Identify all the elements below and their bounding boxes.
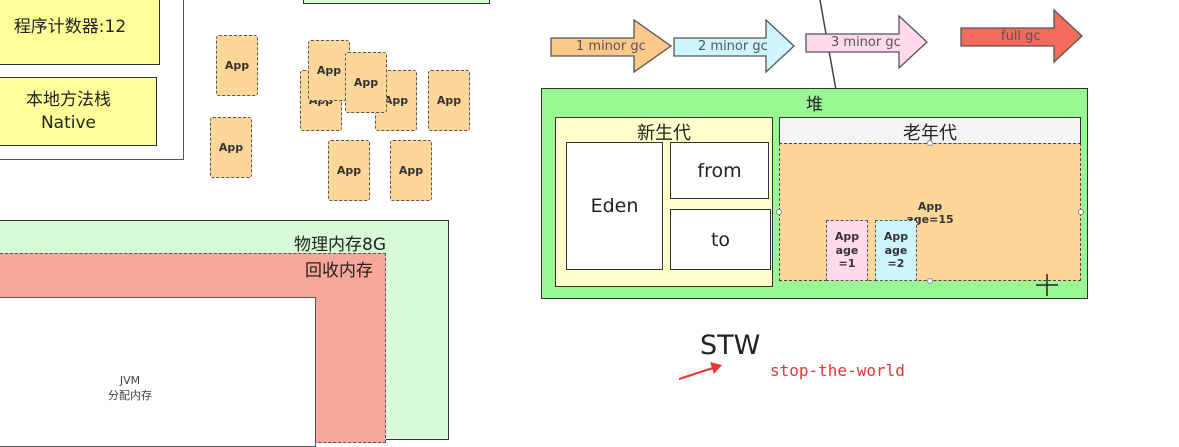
app-label: App: [224, 59, 250, 72]
gc-arrow-1: [550, 18, 673, 74]
to-label: to: [710, 228, 731, 251]
app-label: App: [218, 141, 244, 154]
old-gen-header: [779, 117, 1081, 144]
old-app-age: age=15: [906, 213, 954, 227]
app-age-1-block: App age =1: [826, 220, 868, 281]
old-gen-app-label: App age=15: [900, 200, 960, 226]
old-app-name: App: [917, 200, 943, 213]
jvm-label: JVM: [119, 374, 141, 387]
crosshair-cursor-icon: [1036, 274, 1058, 296]
native-stack-label: 本地方法栈: [26, 90, 111, 111]
resize-handle[interactable]: [1078, 209, 1084, 215]
jvm-sublabel: 分配内存: [108, 389, 152, 403]
program-counter-label: 程序计数器:12: [13, 17, 127, 38]
gc-arrow-full-label: full gc: [1001, 29, 1041, 44]
gc-arrow-1-label: 1 minor gc: [576, 39, 646, 54]
reclaim-memory-label: 回收内存: [305, 261, 373, 281]
app-block: App: [308, 40, 350, 101]
survivor-to-space: to: [670, 209, 771, 270]
gc-arrows-svg: [550, 0, 1083, 97]
young-gen-label: 新生代: [637, 123, 691, 144]
gc-arrow-full: [960, 8, 1083, 64]
stw-subtitle: stop-the-world: [770, 361, 905, 380]
jvm-allocated-region: [0, 297, 316, 447]
survivor-from-space: from: [670, 142, 769, 199]
gc-arrow-2: [673, 18, 795, 74]
jvm-allocated-label: JVM 分配内存: [80, 373, 180, 404]
app-label: App: [383, 94, 409, 107]
from-label: from: [697, 159, 742, 182]
resize-handle[interactable]: [776, 209, 782, 215]
app-label: App: [398, 164, 424, 177]
gc-arrow-2-label: 2 minor gc: [698, 39, 768, 54]
resize-handle[interactable]: [927, 140, 933, 146]
app-block: App: [345, 52, 387, 113]
gc-arrow-3: [805, 14, 928, 70]
app-block: App: [328, 140, 370, 201]
app-label: App: [336, 164, 362, 177]
app-block: App: [375, 70, 417, 131]
red-arrow-icon: [678, 362, 722, 380]
old-gen-label: 老年代: [903, 123, 957, 144]
stw-title: STW: [700, 330, 761, 361]
app-label: App: [353, 76, 379, 89]
native-stack-box: 本地方法栈 Native: [0, 77, 157, 146]
app-block: App: [428, 70, 470, 131]
resize-handle[interactable]: [927, 278, 933, 284]
eden-label: Eden: [590, 195, 639, 217]
app-age-2-block: App age =2: [875, 220, 917, 281]
program-counter-box: 程序计数器:12: [0, 0, 160, 65]
top-partial-box: [303, 0, 490, 4]
app-block: App: [210, 117, 252, 178]
app-block: App: [390, 140, 432, 201]
native-stack-sublabel: Native: [40, 112, 97, 133]
physical-memory-label: 物理内存8G: [294, 235, 386, 255]
heap-title: 堆: [806, 95, 823, 115]
gc-arrow-3-label: 3 minor gc: [831, 35, 901, 50]
app-label: App: [316, 64, 342, 77]
app-block: App: [216, 35, 258, 96]
app-label: App: [436, 94, 462, 107]
eden-space: Eden: [566, 142, 663, 270]
